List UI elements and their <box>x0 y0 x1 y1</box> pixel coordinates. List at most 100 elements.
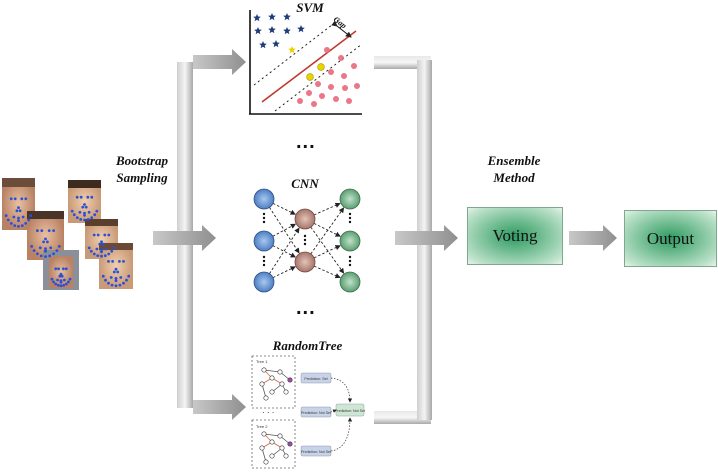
cnn-edge <box>269 227 300 274</box>
landmark-point <box>62 267 65 271</box>
svm-dot <box>354 83 360 89</box>
landmark-point <box>92 252 96 256</box>
cnn-edge <box>310 226 345 274</box>
svm-margin-lower <box>274 43 363 112</box>
final-prediction-label: Prediction: Not Set <box>335 409 365 413</box>
landmark-point <box>9 222 13 225</box>
landmark-point <box>55 249 59 253</box>
landmark-point <box>103 254 107 257</box>
landmark-point <box>40 229 44 233</box>
tree-node <box>269 453 275 459</box>
landmark-point <box>59 280 63 284</box>
tree-node <box>261 431 267 437</box>
landmark-point <box>42 240 45 244</box>
cnn-ellipsis-dot <box>303 238 307 242</box>
cnn-ellipsis-dot <box>348 255 352 259</box>
landmark-point <box>111 260 114 263</box>
landmark-point <box>104 247 108 251</box>
cnn-input-node <box>253 230 275 252</box>
svm-support-star <box>288 46 296 54</box>
bootstrap-arrows <box>153 49 246 420</box>
landmark-point <box>49 246 53 250</box>
landmark-point <box>57 245 61 248</box>
landmark-point <box>46 240 49 244</box>
prediction-box-1-label: Prediction: Set <box>304 377 327 381</box>
tree-node <box>277 369 283 375</box>
tree-node <box>261 367 267 373</box>
landmark-point <box>75 195 79 199</box>
landmark-point <box>62 283 66 287</box>
cnn-hidden-node <box>294 208 316 230</box>
cnn-output-node <box>339 230 361 252</box>
landmark-point <box>78 210 82 214</box>
svm-class-dots <box>297 47 360 107</box>
landmark-point <box>95 209 99 213</box>
landmark-point <box>107 260 110 263</box>
landmark-point <box>29 214 33 218</box>
landmark-point <box>114 284 118 288</box>
tree-edge <box>263 369 281 373</box>
landmark-point <box>107 281 110 285</box>
landmark-point <box>110 249 114 253</box>
cnn-ellipsis-dot <box>262 212 266 216</box>
cnn-network <box>253 188 361 293</box>
landmark-point <box>47 229 51 233</box>
landmark-point <box>24 222 28 225</box>
landmark-point <box>87 246 91 250</box>
tree-1-frame <box>251 355 296 409</box>
landmark-point <box>72 213 76 217</box>
landmark-point <box>101 274 105 278</box>
svm-dot <box>328 69 334 75</box>
tree-node <box>279 381 285 387</box>
cnn-input-node <box>253 271 275 293</box>
svm-class-stars <box>253 13 305 54</box>
landmark-point <box>127 274 131 278</box>
landmark-point <box>122 281 125 285</box>
arrow-to-output <box>569 225 617 251</box>
svm-dot <box>351 63 357 69</box>
landmark-point <box>101 242 105 246</box>
landmark-point <box>57 267 60 271</box>
svm-margin-upper <box>253 17 342 86</box>
tree-1-label: Tree 1 <box>256 359 268 364</box>
landmark-point <box>100 248 103 252</box>
landmark-point <box>89 249 93 253</box>
randomtree-title: RandomTree <box>272 338 343 353</box>
tree-node <box>287 377 293 383</box>
landmark-point <box>96 233 100 237</box>
landmark-point <box>17 225 20 228</box>
svm-dot <box>306 90 312 96</box>
landmark-point <box>86 218 90 221</box>
landmark-point <box>21 215 25 219</box>
svm-dot <box>333 96 339 102</box>
landmark-point <box>15 209 19 213</box>
landmark-point <box>9 197 13 201</box>
landmark-point <box>98 242 102 246</box>
landmark-point <box>36 229 39 233</box>
landmark-point <box>39 254 43 258</box>
svm-support-vector <box>306 73 314 81</box>
face-images <box>2 178 133 290</box>
svm-plot <box>249 10 363 115</box>
cnn-hidden-node <box>294 251 316 273</box>
output-label: Output <box>646 228 695 248</box>
svm-title: SVM <box>296 0 324 15</box>
cnn-edge <box>269 207 300 254</box>
cnn-ellipsis-dot <box>348 220 352 224</box>
cnn-ellipsis-dot <box>303 242 307 246</box>
landmark-point <box>114 279 118 283</box>
cnn-edge <box>313 222 341 237</box>
landmark-point <box>100 240 103 244</box>
voting-box: Voting <box>467 207 563 265</box>
tree-2-label: Tree 2 <box>256 424 268 429</box>
svm-dot <box>341 73 347 79</box>
cnn-ellipsis-dot <box>262 259 266 263</box>
pred-arrow-3 <box>330 417 353 452</box>
tree-node <box>269 439 275 445</box>
landmark-point <box>90 216 94 220</box>
arrow-to-svm <box>193 49 246 75</box>
landmark-point <box>100 250 103 254</box>
svm-star <box>253 14 261 22</box>
landmark-point <box>12 215 16 219</box>
svm-dot <box>324 47 330 53</box>
